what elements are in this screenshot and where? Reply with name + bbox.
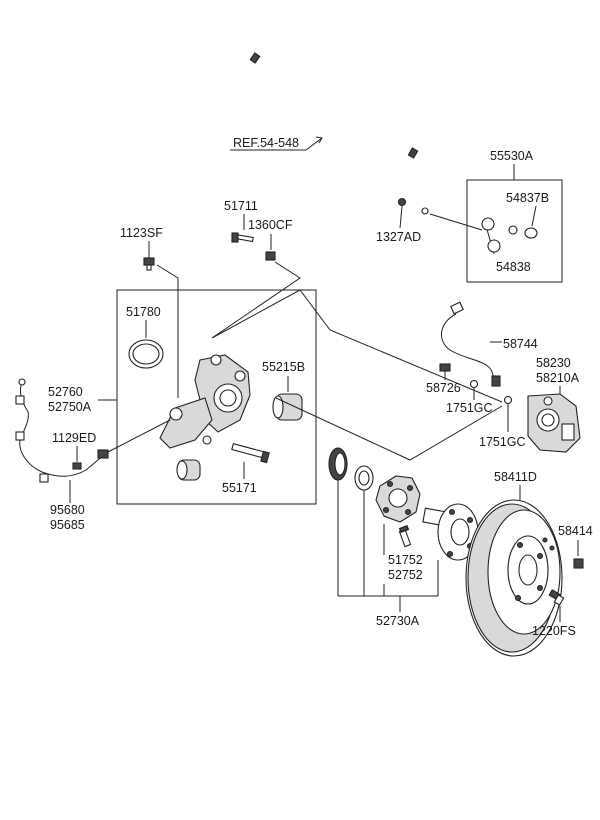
dust-cover-label: 51780: [126, 305, 161, 319]
gasket-2-label: 1751GC: [479, 435, 526, 449]
caliper-b-label: 58210A: [536, 371, 580, 385]
nut-1360-part: [265, 251, 276, 261]
hub-assy-label: 52730A: [376, 614, 420, 628]
disc-part: [465, 499, 563, 657]
lower-bushing-part: [176, 459, 201, 481]
sensor-b-label: 52750A: [48, 400, 92, 414]
disc-label: 58411D: [494, 470, 537, 484]
link-body-part: [481, 217, 518, 255]
bracket-bolt-label: 1327AD: [376, 230, 421, 244]
hub-bolt-part: [398, 525, 412, 548]
stabilizer-bar: [166, 38, 438, 215]
sensor-a-label: 52760: [48, 385, 83, 399]
ref-stabilizer-arrow: [230, 137, 323, 151]
bolt-1123-label: 1123SF: [120, 226, 163, 240]
harness-b-label: 95685: [50, 518, 85, 532]
link-nut-part: [524, 227, 538, 239]
hub-part: [422, 503, 479, 561]
bolt-51711-part: [231, 232, 254, 243]
hub-assy-bracket: [337, 480, 439, 612]
pin-55171-label: 55171: [222, 481, 257, 495]
bushing-part: [272, 393, 303, 421]
caliper-a-label: 58230: [536, 356, 571, 370]
gasket-1-label: 1751GC: [446, 401, 493, 415]
hub-bolt-a-label: 51752: [388, 553, 423, 567]
dust-cover-part: [128, 339, 164, 369]
screw-1129-part: [72, 462, 82, 470]
hub-flange-part: [375, 475, 421, 523]
bolt-1123-part: [143, 257, 155, 271]
bushing-label: 55215B: [262, 360, 305, 374]
harness-a-label: 95680: [50, 503, 85, 517]
oil-seal-part: [328, 447, 348, 481]
disc-nut-part: [573, 558, 584, 569]
link-nut-label: 54837B: [506, 191, 549, 205]
caliper-part: [527, 393, 581, 453]
link-body-label: 54838: [496, 260, 531, 274]
brake-hose-part: [441, 301, 501, 387]
bearing-part: [354, 465, 374, 491]
gasket-2-part: [503, 395, 513, 405]
nut-1360-label: 1360CF: [248, 218, 293, 232]
wheel-speed-sensor-harness: [15, 378, 171, 483]
link-assy-box: [466, 179, 563, 283]
disc-nut-label: 58414: [558, 524, 593, 538]
pin-55171-part: [231, 443, 270, 464]
gasket-1-part: [469, 379, 479, 389]
screw-1129-label: 1129ED: [52, 431, 96, 445]
bracket-bolt-part: [397, 197, 407, 207]
bolt-51711-label: 51711: [224, 199, 258, 213]
knuckle-part: [159, 354, 251, 449]
knuckle-assy-box: [116, 289, 317, 505]
disc-screw-label: 1220FS: [532, 624, 576, 638]
hose-label: 58744: [503, 337, 538, 351]
link-assy-label: 55530A: [490, 149, 534, 163]
clip-label: 58726: [426, 381, 461, 395]
ref-stabilizer-label: REF.54-548: [233, 136, 299, 150]
disc-screw-part: [548, 589, 565, 606]
hub-bolt-b-label: 52752: [388, 568, 423, 582]
